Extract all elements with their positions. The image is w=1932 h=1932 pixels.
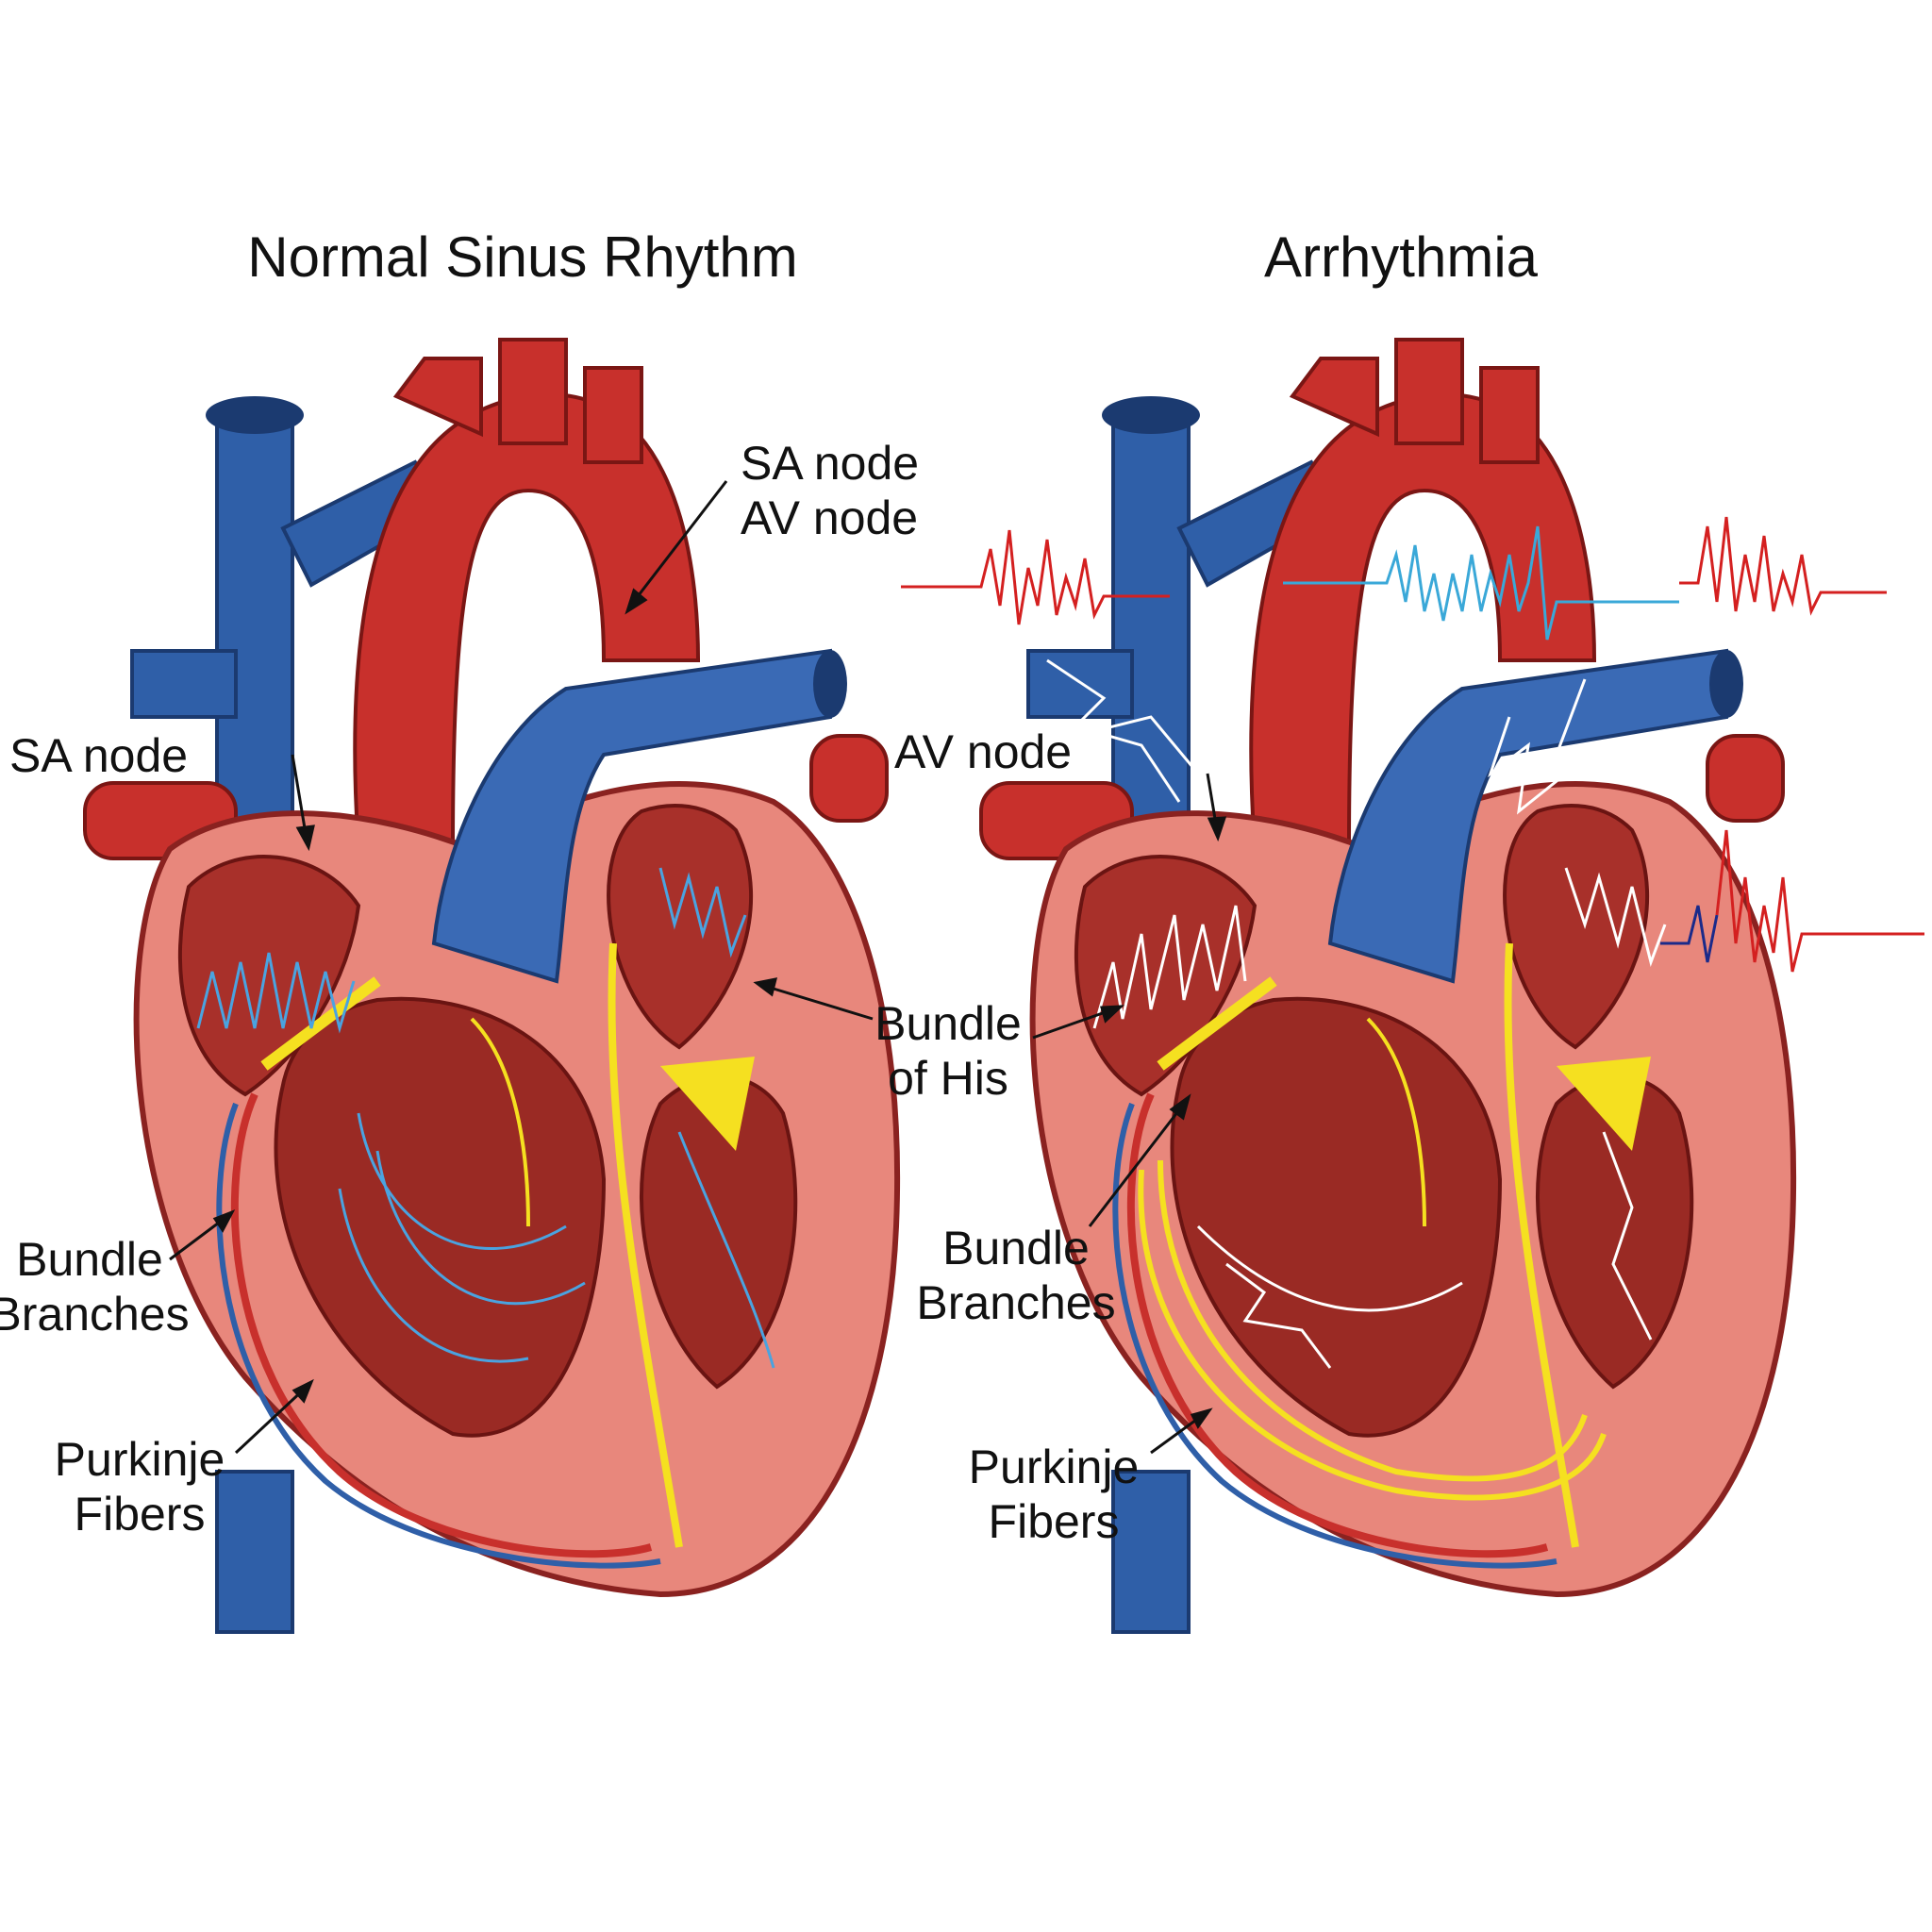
label-bundle-branches-normal: Bundle Branches — [0, 1232, 190, 1341]
label-bundle-of-his: Bundle of His — [874, 996, 1022, 1106]
title-arrhythmia: Arrhythmia — [1263, 225, 1539, 289]
ecg-trace-left — [901, 529, 1170, 625]
heart-arrhythmia — [981, 340, 1793, 1632]
label-av-node-top: AV node — [741, 491, 919, 544]
purkinje-highlight — [1138, 1159, 1607, 1501]
chaotic-conduction-signals — [1046, 658, 1667, 1369]
label-sa-av-node: SA node AV node — [741, 436, 919, 545]
ecg-trace-right — [1679, 516, 1887, 616]
label-line: Fibers — [988, 1495, 1120, 1548]
label-purkinje-normal: Purkinje Fibers — [55, 1432, 225, 1541]
label-line: Branches — [916, 1276, 1116, 1329]
label-line: Bundle — [942, 1222, 1090, 1274]
label-purkinje-arrhythmia: Purkinje Fibers — [969, 1440, 1140, 1549]
ecg-traces — [901, 516, 1924, 973]
normal-conduction-signals — [196, 867, 775, 1369]
label-line: Branches — [0, 1288, 190, 1341]
title-normal-sinus-rhythm: Normal Sinus Rhythm — [247, 225, 798, 289]
label-line: Purkinje — [968, 1441, 1140, 1493]
label-line: Bundle — [16, 1233, 163, 1286]
label-line: Purkinje — [54, 1433, 225, 1486]
label-bundle-branches-arrhythmia: Bundle Branches — [916, 1221, 1115, 1330]
label-line: of His — [888, 1052, 1008, 1105]
label-av-node-arrhythmia: AV node — [894, 725, 1073, 778]
ecg-trace-middle — [1283, 525, 1679, 641]
label-arrows — [169, 480, 1227, 1455]
label-sa-node: SA node — [9, 729, 189, 782]
label-sa-node-top: SA node — [741, 437, 920, 490]
ecg-trace-lower — [1660, 905, 1719, 963]
label-line: Bundle — [874, 997, 1022, 1050]
label-line: Fibers — [74, 1488, 206, 1541]
